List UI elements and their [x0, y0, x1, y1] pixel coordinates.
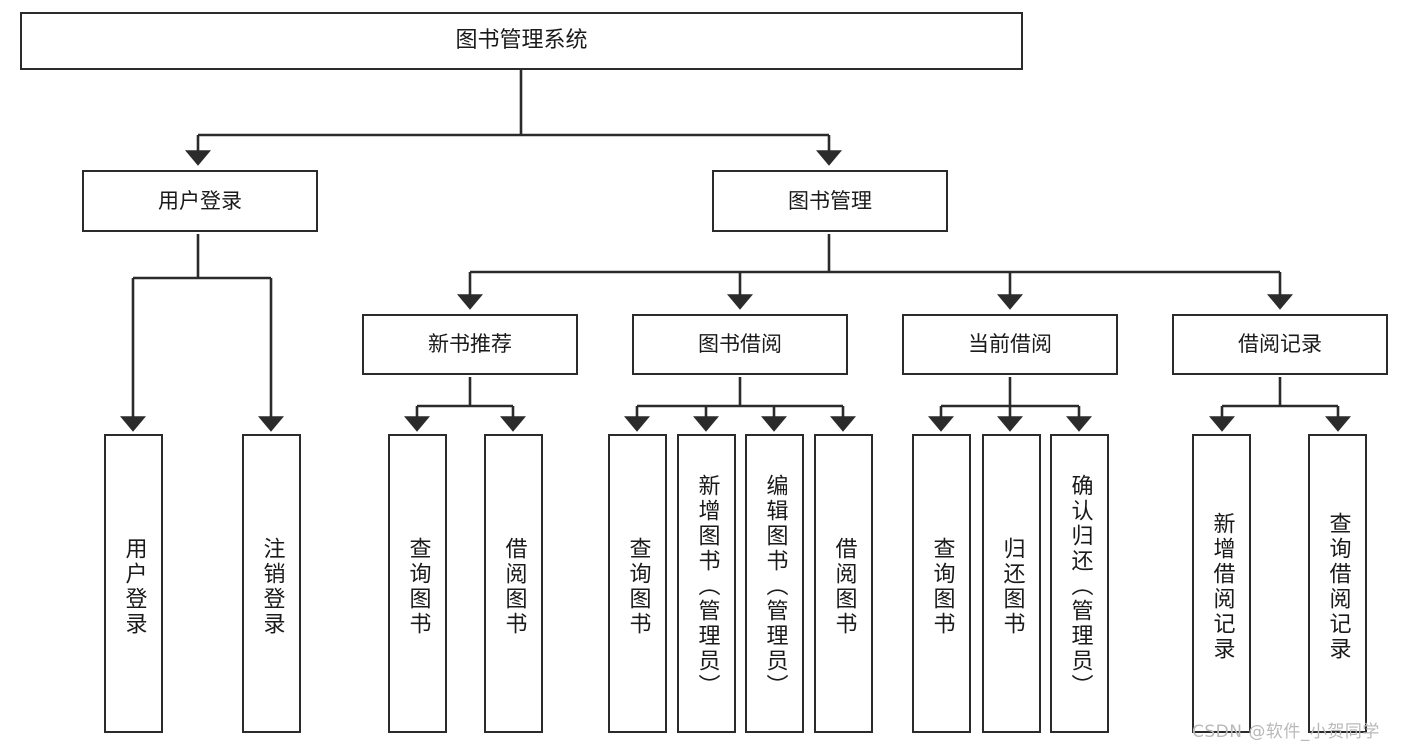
leaf-borrow-record-add[interactable]: 新增借阅记录 — [1192, 434, 1251, 733]
node-book-management[interactable]: 图书管理 — [712, 170, 948, 232]
watermark-csdn: CSDN @软件_小贺同学 — [1192, 722, 1380, 742]
leaf-book-borrow-query[interactable]: 查询图书 — [608, 434, 667, 733]
node-borrow-record[interactable]: 借阅记录 — [1172, 314, 1388, 375]
node-user-login[interactable]: 用户登录 — [82, 170, 318, 232]
node-label: 查询图书 — [625, 536, 651, 637]
node-label: 查询图书 — [405, 536, 431, 637]
leaf-current-borrow-query[interactable]: 查询图书 — [912, 434, 971, 733]
node-label: 编辑图书（管理员） — [762, 474, 788, 699]
leaf-user-login-logout[interactable]: 注销登录 — [242, 434, 301, 733]
node-label: 用户登录 — [158, 188, 242, 213]
leaf-new-book-borrow[interactable]: 借阅图书 — [484, 434, 543, 733]
leaf-user-login-login[interactable]: 用户登录 — [104, 434, 163, 733]
node-label: 确认归还（管理员） — [1067, 474, 1093, 699]
node-label: 图书管理 — [788, 188, 872, 213]
node-label: 新书推荐 — [428, 332, 512, 357]
node-label: 图书管理系统 — [455, 28, 588, 54]
node-label: 借阅记录 — [1238, 332, 1322, 357]
node-label: 查询借阅记录 — [1325, 511, 1351, 662]
node-label: 查询图书 — [929, 536, 955, 637]
node-label: 用户登录 — [121, 536, 147, 637]
leaf-book-borrow-edit[interactable]: 编辑图书（管理员） — [745, 434, 804, 733]
node-label: 当前借阅 — [968, 332, 1052, 357]
node-new-book-recommend[interactable]: 新书推荐 — [362, 314, 578, 375]
leaf-book-borrow-borrow[interactable]: 借阅图书 — [814, 434, 873, 733]
leaf-new-book-query[interactable]: 查询图书 — [388, 434, 447, 733]
node-label: 归还图书 — [999, 536, 1025, 637]
node-book-borrow[interactable]: 图书借阅 — [632, 314, 848, 375]
node-label: 新增借阅记录 — [1209, 511, 1235, 662]
node-current-borrow[interactable]: 当前借阅 — [902, 314, 1118, 375]
node-label: 新增图书（管理员） — [694, 474, 720, 699]
node-label: 图书借阅 — [698, 332, 782, 357]
leaf-current-borrow-confirm-return[interactable]: 确认归还（管理员） — [1050, 434, 1109, 733]
node-label: 注销登录 — [259, 536, 285, 637]
node-label: 借阅图书 — [831, 536, 857, 637]
node-label: 借阅图书 — [501, 536, 527, 637]
leaf-borrow-record-query[interactable]: 查询借阅记录 — [1308, 434, 1367, 733]
leaf-current-borrow-return[interactable]: 归还图书 — [982, 434, 1041, 733]
leaf-book-borrow-add[interactable]: 新增图书（管理员） — [677, 434, 736, 733]
node-book-management-system[interactable]: 图书管理系统 — [20, 12, 1023, 70]
